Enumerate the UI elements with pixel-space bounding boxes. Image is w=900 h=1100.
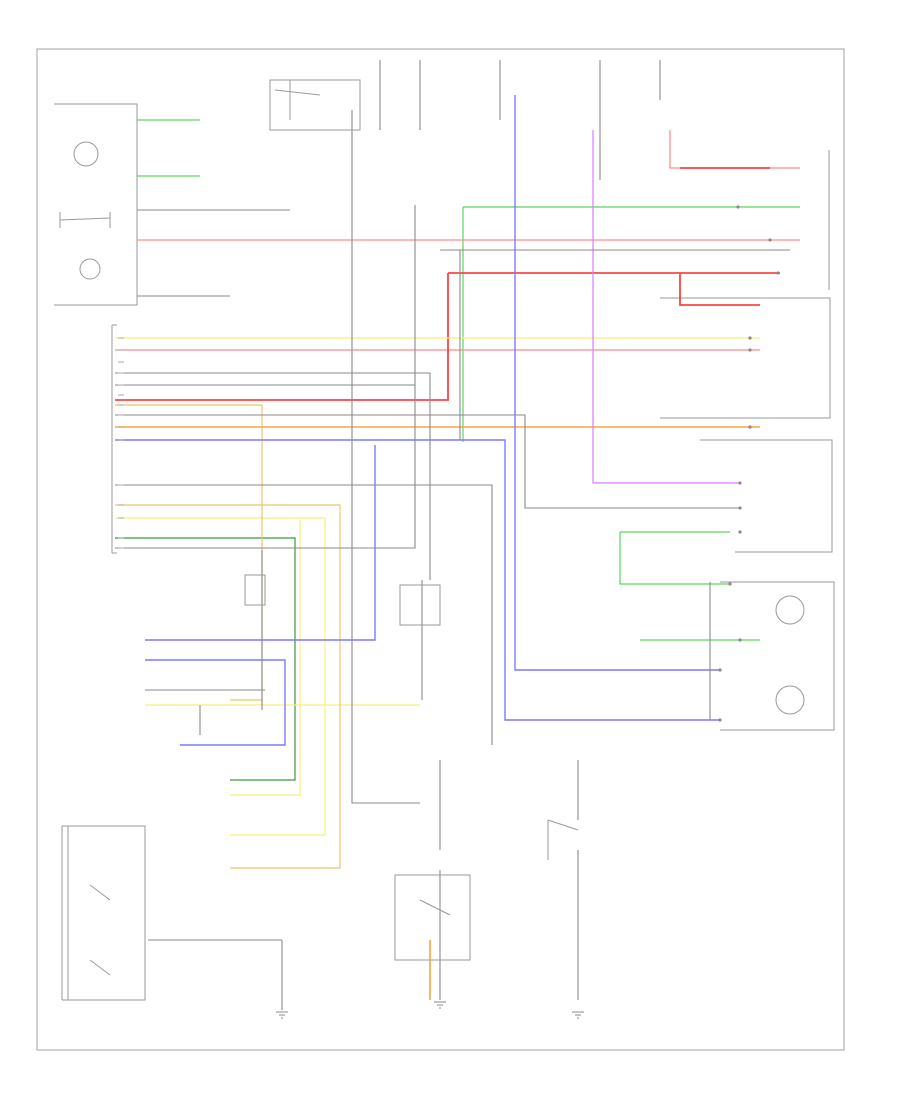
pink-wires: [115, 130, 800, 351]
dkgreen-wires: [115, 537, 296, 781]
diagram-frame: [36, 48, 845, 1051]
connector-pins: [118, 337, 124, 549]
green-wires: [137, 119, 800, 641]
bottom-components: [61, 574, 579, 1001]
tan-wires: [115, 404, 341, 869]
blue-wires: [115, 95, 720, 746]
control-module-connector: [111, 324, 117, 554]
gray-wires: [115, 60, 790, 1010]
yellow-wires: [115, 337, 760, 836]
orange-wires: [115, 426, 760, 1000]
ground-symbols: [276, 1001, 584, 1019]
right-terminals: [718, 205, 780, 722]
cruise-control-module: [660, 150, 835, 731]
clutch-switch-block: [54, 79, 361, 306]
red-wires: [115, 167, 780, 401]
violet-wires: [592, 130, 740, 484]
